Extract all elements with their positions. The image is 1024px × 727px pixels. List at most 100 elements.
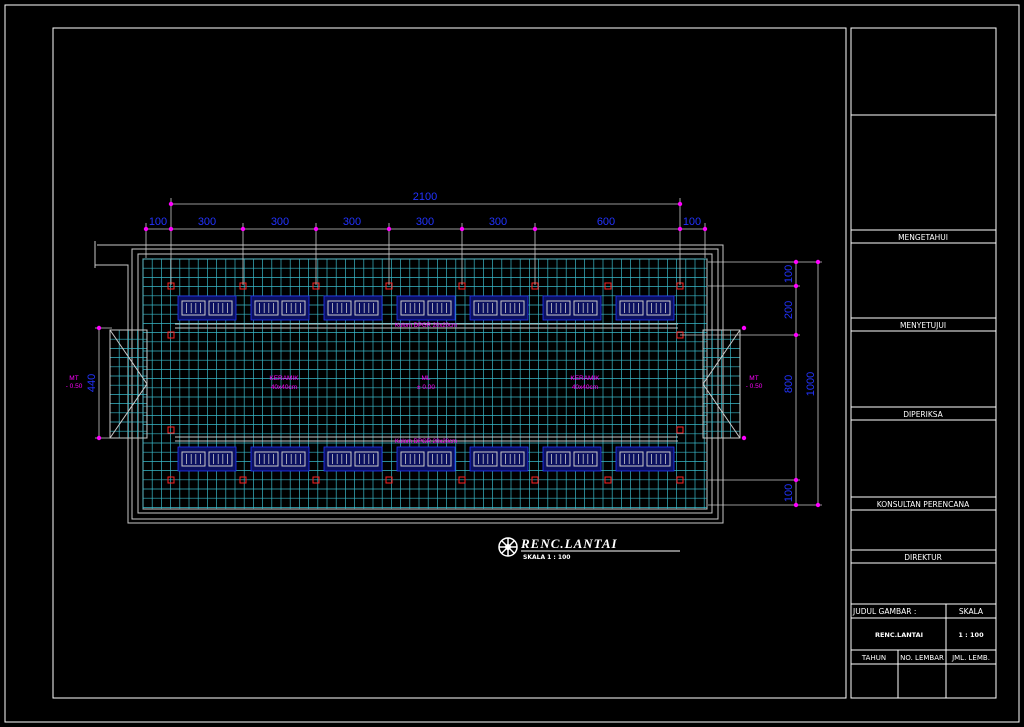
pew-seat	[281, 451, 306, 467]
column-marker	[604, 282, 612, 290]
pew-pair	[323, 446, 383, 472]
column-note-bottom: Kolom DPGR 20x20cm	[395, 439, 457, 445]
north-symbol-icon	[498, 537, 518, 557]
dim-segment-1: 100	[149, 216, 167, 228]
center-level-value: ± 0.00	[417, 384, 435, 391]
dim-segment-8: 100	[683, 216, 701, 228]
pew-base	[542, 295, 602, 321]
pew-base	[323, 295, 383, 321]
right-level-value: - 0.50	[746, 383, 763, 390]
pew-pair	[250, 295, 310, 321]
skala-value: 1 : 100	[958, 631, 984, 639]
dim-segment-7: 600	[597, 216, 615, 228]
no-lembar-label: NO. LEMBAR	[900, 654, 944, 662]
side-wings	[109, 329, 741, 439]
pew-base	[323, 446, 383, 472]
dimension-dot	[532, 226, 538, 232]
pew-seat	[573, 451, 598, 467]
dimension-dot	[793, 332, 799, 338]
pew-base	[250, 295, 310, 321]
drawing-title: RENC.LANTAI	[520, 536, 618, 551]
judul-gambar-value: RENC.LANTAI	[875, 631, 923, 639]
dim-segment-5: 300	[416, 216, 434, 228]
pew-seat	[254, 300, 279, 316]
title-block	[850, 27, 997, 699]
column-marker	[385, 476, 393, 484]
column-marker	[676, 426, 684, 434]
dim-segment-3: 300	[271, 216, 289, 228]
pew-pair	[177, 446, 237, 472]
dimension-dot	[386, 226, 392, 232]
pew-seat	[573, 300, 598, 316]
dimension-dot	[677, 201, 683, 207]
dimension-dot	[240, 226, 246, 232]
dimension-dot	[793, 283, 799, 289]
dimension-dot	[313, 226, 319, 232]
pew-base	[469, 446, 529, 472]
pew-base	[177, 295, 237, 321]
dimension-dot	[793, 477, 799, 483]
dim-segment-4: 300	[343, 216, 361, 228]
column-marker	[167, 476, 175, 484]
dimension-dot	[459, 226, 465, 232]
column-marker	[604, 476, 612, 484]
column-marker	[676, 476, 684, 484]
pew-seat	[619, 300, 644, 316]
pew-base	[396, 446, 456, 472]
jml-lembar-label: JML. LEMB.	[951, 654, 990, 662]
pew-pair	[323, 295, 383, 321]
dim-segment-6: 300	[489, 216, 507, 228]
column-marker	[239, 476, 247, 484]
dimension-dot	[793, 259, 799, 265]
right-level-label: MT	[749, 375, 758, 382]
ceramic-left-label: KERAMIK	[269, 375, 299, 382]
dimension-dot	[96, 435, 102, 441]
beam-lines	[175, 323, 678, 442]
outer-border	[4, 4, 1020, 723]
dim-left-440: 440	[86, 374, 98, 392]
ceramic-right-size: 40x40cm	[572, 384, 598, 391]
menyetujui-label: MENYETUJUI	[900, 321, 946, 330]
column-marker	[167, 331, 175, 339]
pew-seat	[427, 300, 452, 316]
column-marker	[531, 476, 539, 484]
dimension-dot	[815, 502, 821, 508]
pew-seat	[281, 300, 306, 316]
pew-seat	[619, 451, 644, 467]
dimension-dot	[702, 226, 708, 232]
pew-pair	[469, 295, 529, 321]
pew-seat	[427, 451, 452, 467]
dimension-dot	[815, 259, 821, 265]
pew-seat	[500, 300, 525, 316]
pew-seat	[546, 300, 571, 316]
dim-right-200: 200	[783, 301, 795, 319]
dimension-dot	[168, 201, 174, 207]
left-level-label: MT	[69, 375, 78, 382]
pew-seat	[400, 300, 425, 316]
pew-base	[615, 295, 675, 321]
diperiksa-label: DIPERIKSA	[903, 410, 943, 419]
pew-base	[469, 295, 529, 321]
pew-base	[250, 446, 310, 472]
pew-seat	[354, 300, 379, 316]
pew-seat	[646, 451, 671, 467]
column-marker	[167, 426, 175, 434]
pew-pair	[396, 295, 456, 321]
column-marker	[312, 476, 320, 484]
dimension-dot	[677, 226, 683, 232]
dim-right-100-top: 100	[783, 265, 795, 283]
center-level-label: ML	[421, 375, 430, 382]
column-marker	[458, 476, 466, 484]
mengetahui-label: MENGETAHUI	[898, 233, 948, 242]
pew-pair	[542, 295, 602, 321]
column-note-top: Kolom DPGR 20x20cm	[395, 323, 457, 329]
pew-base	[542, 446, 602, 472]
pew-pair	[615, 446, 675, 472]
dimension-dot	[168, 226, 174, 232]
pew-base	[177, 446, 237, 472]
pew-seat	[327, 451, 352, 467]
pew-pair	[177, 295, 237, 321]
pew-pair	[250, 446, 310, 472]
direktur-label: DIREKTUR	[904, 553, 942, 562]
dim-right-800: 800	[783, 375, 795, 393]
